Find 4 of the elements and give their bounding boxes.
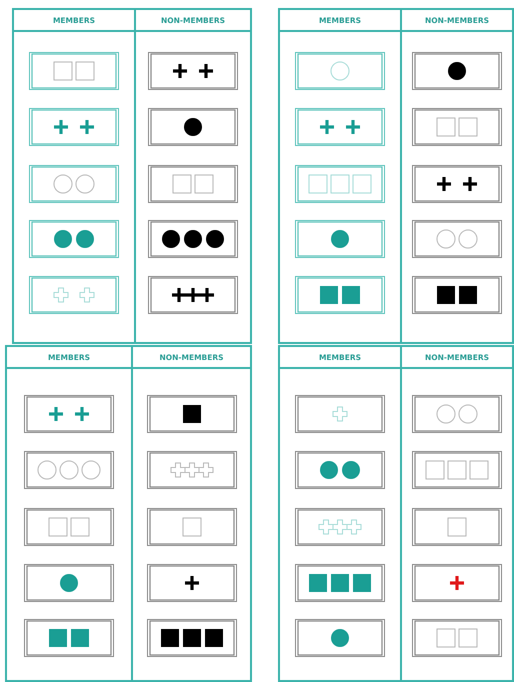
panel bbox=[278, 8, 514, 344]
panel bbox=[5, 345, 252, 682]
panel bbox=[278, 345, 514, 682]
panel bbox=[12, 8, 252, 344]
